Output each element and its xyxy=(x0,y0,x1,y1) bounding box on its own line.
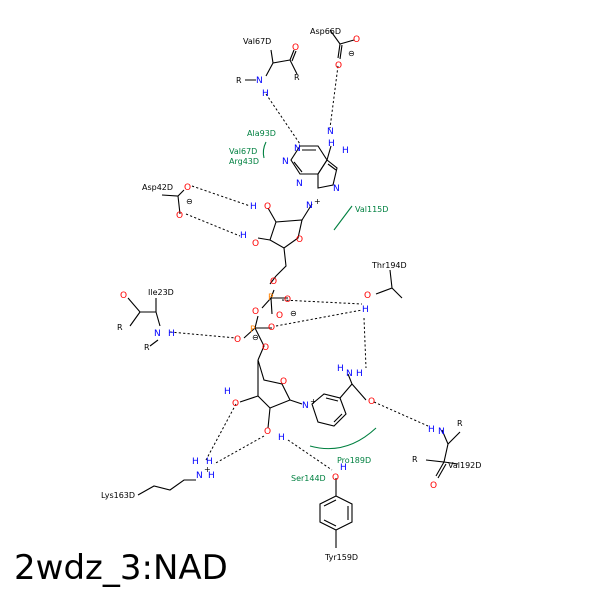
residue-ile23d: Ile23D xyxy=(148,288,174,297)
svg-text:H: H xyxy=(206,457,213,467)
svg-text:N: N xyxy=(296,179,303,189)
svg-text:O: O xyxy=(430,481,437,491)
residue-ala93d: Ala93D xyxy=(247,129,276,138)
svg-text:O: O xyxy=(262,343,269,353)
val115d-arc xyxy=(333,205,353,231)
svg-text:O: O xyxy=(120,291,127,301)
residue-asp42d: Asp42D xyxy=(142,183,173,192)
svg-text:O: O xyxy=(252,239,259,249)
svg-text:H: H xyxy=(356,369,363,379)
hydrogen-bonds xyxy=(169,65,429,471)
svg-text:H: H xyxy=(340,463,347,473)
svg-text:H: H xyxy=(224,387,231,397)
svg-text:N: N xyxy=(282,157,289,167)
bonds xyxy=(127,29,461,548)
svg-text:N: N xyxy=(294,144,301,154)
svg-text:R: R xyxy=(117,323,123,332)
svg-text:+: + xyxy=(204,465,211,474)
svg-text:O: O xyxy=(184,183,191,193)
svg-text:H: H xyxy=(362,305,369,315)
svg-text:O: O xyxy=(276,311,283,321)
svg-text:+: + xyxy=(310,397,317,406)
svg-text:O: O xyxy=(284,295,291,305)
svg-text:⊖: ⊖ xyxy=(290,309,297,318)
svg-text:H: H xyxy=(342,146,349,156)
svg-text:H: H xyxy=(278,433,285,443)
svg-text:O: O xyxy=(232,399,239,409)
svg-text:N: N xyxy=(196,471,203,481)
svg-text:H: H xyxy=(208,471,215,481)
residue-ser144d: Ser144D xyxy=(291,474,326,483)
svg-text:H: H xyxy=(192,457,199,467)
residue-asp66d: Asp66D xyxy=(310,27,341,36)
svg-text:P: P xyxy=(250,325,256,335)
svg-text:O: O xyxy=(332,473,339,483)
svg-text:H: H xyxy=(240,231,247,241)
svg-text:H: H xyxy=(250,202,257,212)
svg-text:N: N xyxy=(154,329,161,339)
hydrophobic-contacts xyxy=(262,141,377,450)
svg-text:N: N xyxy=(438,427,445,437)
svg-text:O: O xyxy=(335,61,342,71)
residue-val115d: Val115D xyxy=(355,205,388,214)
diagram-title: 2wdz_3:NAD xyxy=(14,548,228,588)
svg-text:N: N xyxy=(256,76,263,86)
svg-text:R: R xyxy=(236,76,242,85)
svg-text:N: N xyxy=(333,184,340,194)
residue-thr194d: Thr194D xyxy=(371,261,407,270)
svg-text:O: O xyxy=(280,377,287,387)
svg-text:N: N xyxy=(346,369,353,379)
svg-text:O: O xyxy=(270,277,277,287)
svg-text:O: O xyxy=(264,202,271,212)
svg-text:H: H xyxy=(168,329,175,339)
svg-text:R: R xyxy=(294,73,300,82)
pro189d-arc xyxy=(309,427,377,450)
svg-text:O: O xyxy=(368,397,375,407)
residue-val67d: Val67D xyxy=(243,37,271,46)
residue-labels: Val67D Asp66D Ala93D Val67D Arg43D Asp42… xyxy=(101,27,481,562)
svg-text:N: N xyxy=(327,127,334,137)
svg-text:H: H xyxy=(428,425,435,435)
svg-text:P: P xyxy=(268,293,274,303)
svg-text:O: O xyxy=(234,335,241,345)
residue-tyr159d: Tyr159D xyxy=(324,553,358,562)
svg-text:O: O xyxy=(264,427,271,437)
svg-text:⊖: ⊖ xyxy=(252,333,259,342)
svg-text:O: O xyxy=(252,307,259,317)
svg-text:⊖: ⊖ xyxy=(348,49,355,58)
svg-text:O: O xyxy=(268,323,275,333)
svg-text:O: O xyxy=(353,35,360,45)
atom-labels: R N H O R O O ⊖ N H H N N N N N + O H O … xyxy=(117,35,463,491)
svg-text:O: O xyxy=(364,291,371,301)
svg-text:⊖: ⊖ xyxy=(186,197,193,206)
svg-text:O: O xyxy=(176,211,183,221)
svg-text:O: O xyxy=(292,43,299,53)
residue-lys163d: Lys163D xyxy=(101,491,135,500)
svg-text:H: H xyxy=(328,139,335,149)
svg-text:N: N xyxy=(306,201,313,211)
residue-val192d: Val192D xyxy=(448,461,481,470)
residue-pro189d: Pro189D xyxy=(337,456,371,465)
residue-val67d-arc: Val67D xyxy=(229,147,257,156)
residue-arg43d: Arg43D xyxy=(229,157,259,166)
svg-text:H: H xyxy=(337,364,344,374)
svg-text:+: + xyxy=(314,197,321,206)
svg-text:O: O xyxy=(296,235,303,245)
svg-text:N: N xyxy=(302,401,309,411)
svg-text:R: R xyxy=(457,419,463,428)
svg-text:H: H xyxy=(262,89,269,99)
val67d-arc xyxy=(262,141,267,159)
svg-text:R: R xyxy=(412,455,418,464)
svg-text:R: R xyxy=(144,343,150,352)
